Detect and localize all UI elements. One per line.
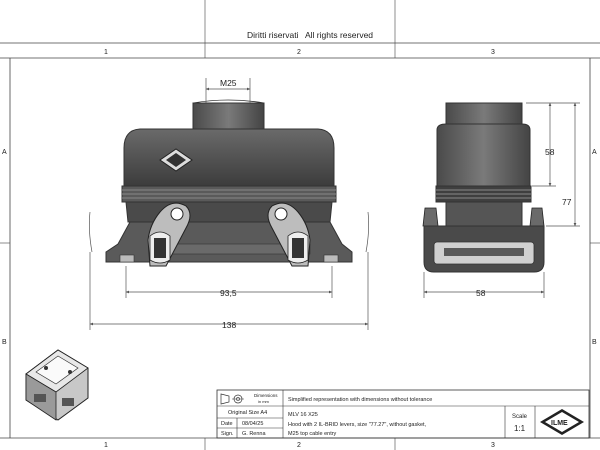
ilme-logo: ILME — [540, 409, 584, 435]
dimensions-label: Dimensions — [254, 393, 278, 398]
zone-top-1: 1 — [104, 49, 108, 56]
isometric-view — [25, 349, 89, 421]
product-description-line-1: Hood with 2 IL-BRID levers, size "77.27"… — [288, 422, 427, 428]
rights-reserved-en: All rights reserved — [305, 30, 373, 40]
row-left-b: B — [2, 339, 7, 346]
side-view-hood — [422, 102, 545, 273]
row-left-a: A — [2, 149, 7, 156]
dimension-93-5: 93,5 — [125, 266, 333, 298]
dimension-58-height-label: 58 — [545, 147, 555, 157]
projection-symbol-icon — [220, 393, 244, 405]
date-label: Date — [221, 421, 233, 427]
product-description-line-2: M25 top cable entry — [288, 431, 337, 437]
dimension-77-height-label: 77 — [562, 197, 572, 207]
zone-bottom-3: 3 — [491, 442, 495, 449]
sign-value: G. Renna — [242, 431, 266, 437]
lever-left — [147, 202, 191, 267]
row-right-a: A — [592, 149, 597, 156]
product-code: MLV 16 X25 — [288, 412, 318, 418]
dimension-58-width-label: 58 — [476, 288, 486, 298]
lever-right — [267, 202, 311, 267]
row-right-b: B — [592, 339, 597, 346]
dimension-77-height: 77 — [546, 102, 580, 227]
dimension-m25: M25 — [205, 78, 251, 103]
dimension-138-label: 138 — [222, 320, 236, 330]
title-block: Dimensions in mm Original Size A4 Date 0… — [216, 389, 590, 439]
original-size-label: Original Size A4 — [228, 410, 267, 416]
date-value: 08/04/25 — [242, 421, 263, 427]
dimension-58-width: 58 — [423, 272, 545, 298]
front-view-hood — [105, 99, 353, 263]
zone-bottom-2: 2 — [297, 442, 301, 449]
dimension-m25-label: M25 — [220, 78, 237, 88]
dimension-58-height: 58 — [526, 102, 556, 187]
scale-value: 1:1 — [514, 424, 526, 433]
dimension-93-5-label: 93,5 — [220, 288, 237, 298]
ilme-logo-text: ILME — [551, 420, 568, 427]
scale-label: Scale — [512, 414, 528, 420]
dimensions-unit: in mm — [258, 399, 270, 404]
rights-reserved-it: Diritti riservati — [247, 30, 299, 40]
dimension-138: 138 — [88, 211, 370, 330]
zone-top-3: 3 — [491, 49, 495, 56]
zone-bottom-1: 1 — [104, 442, 108, 449]
zone-top-2: 2 — [297, 49, 301, 56]
drawing-note: Simplified representation with dimension… — [288, 397, 432, 403]
sign-label: Sign. — [221, 431, 234, 437]
ilme-logo-mark — [159, 148, 193, 172]
